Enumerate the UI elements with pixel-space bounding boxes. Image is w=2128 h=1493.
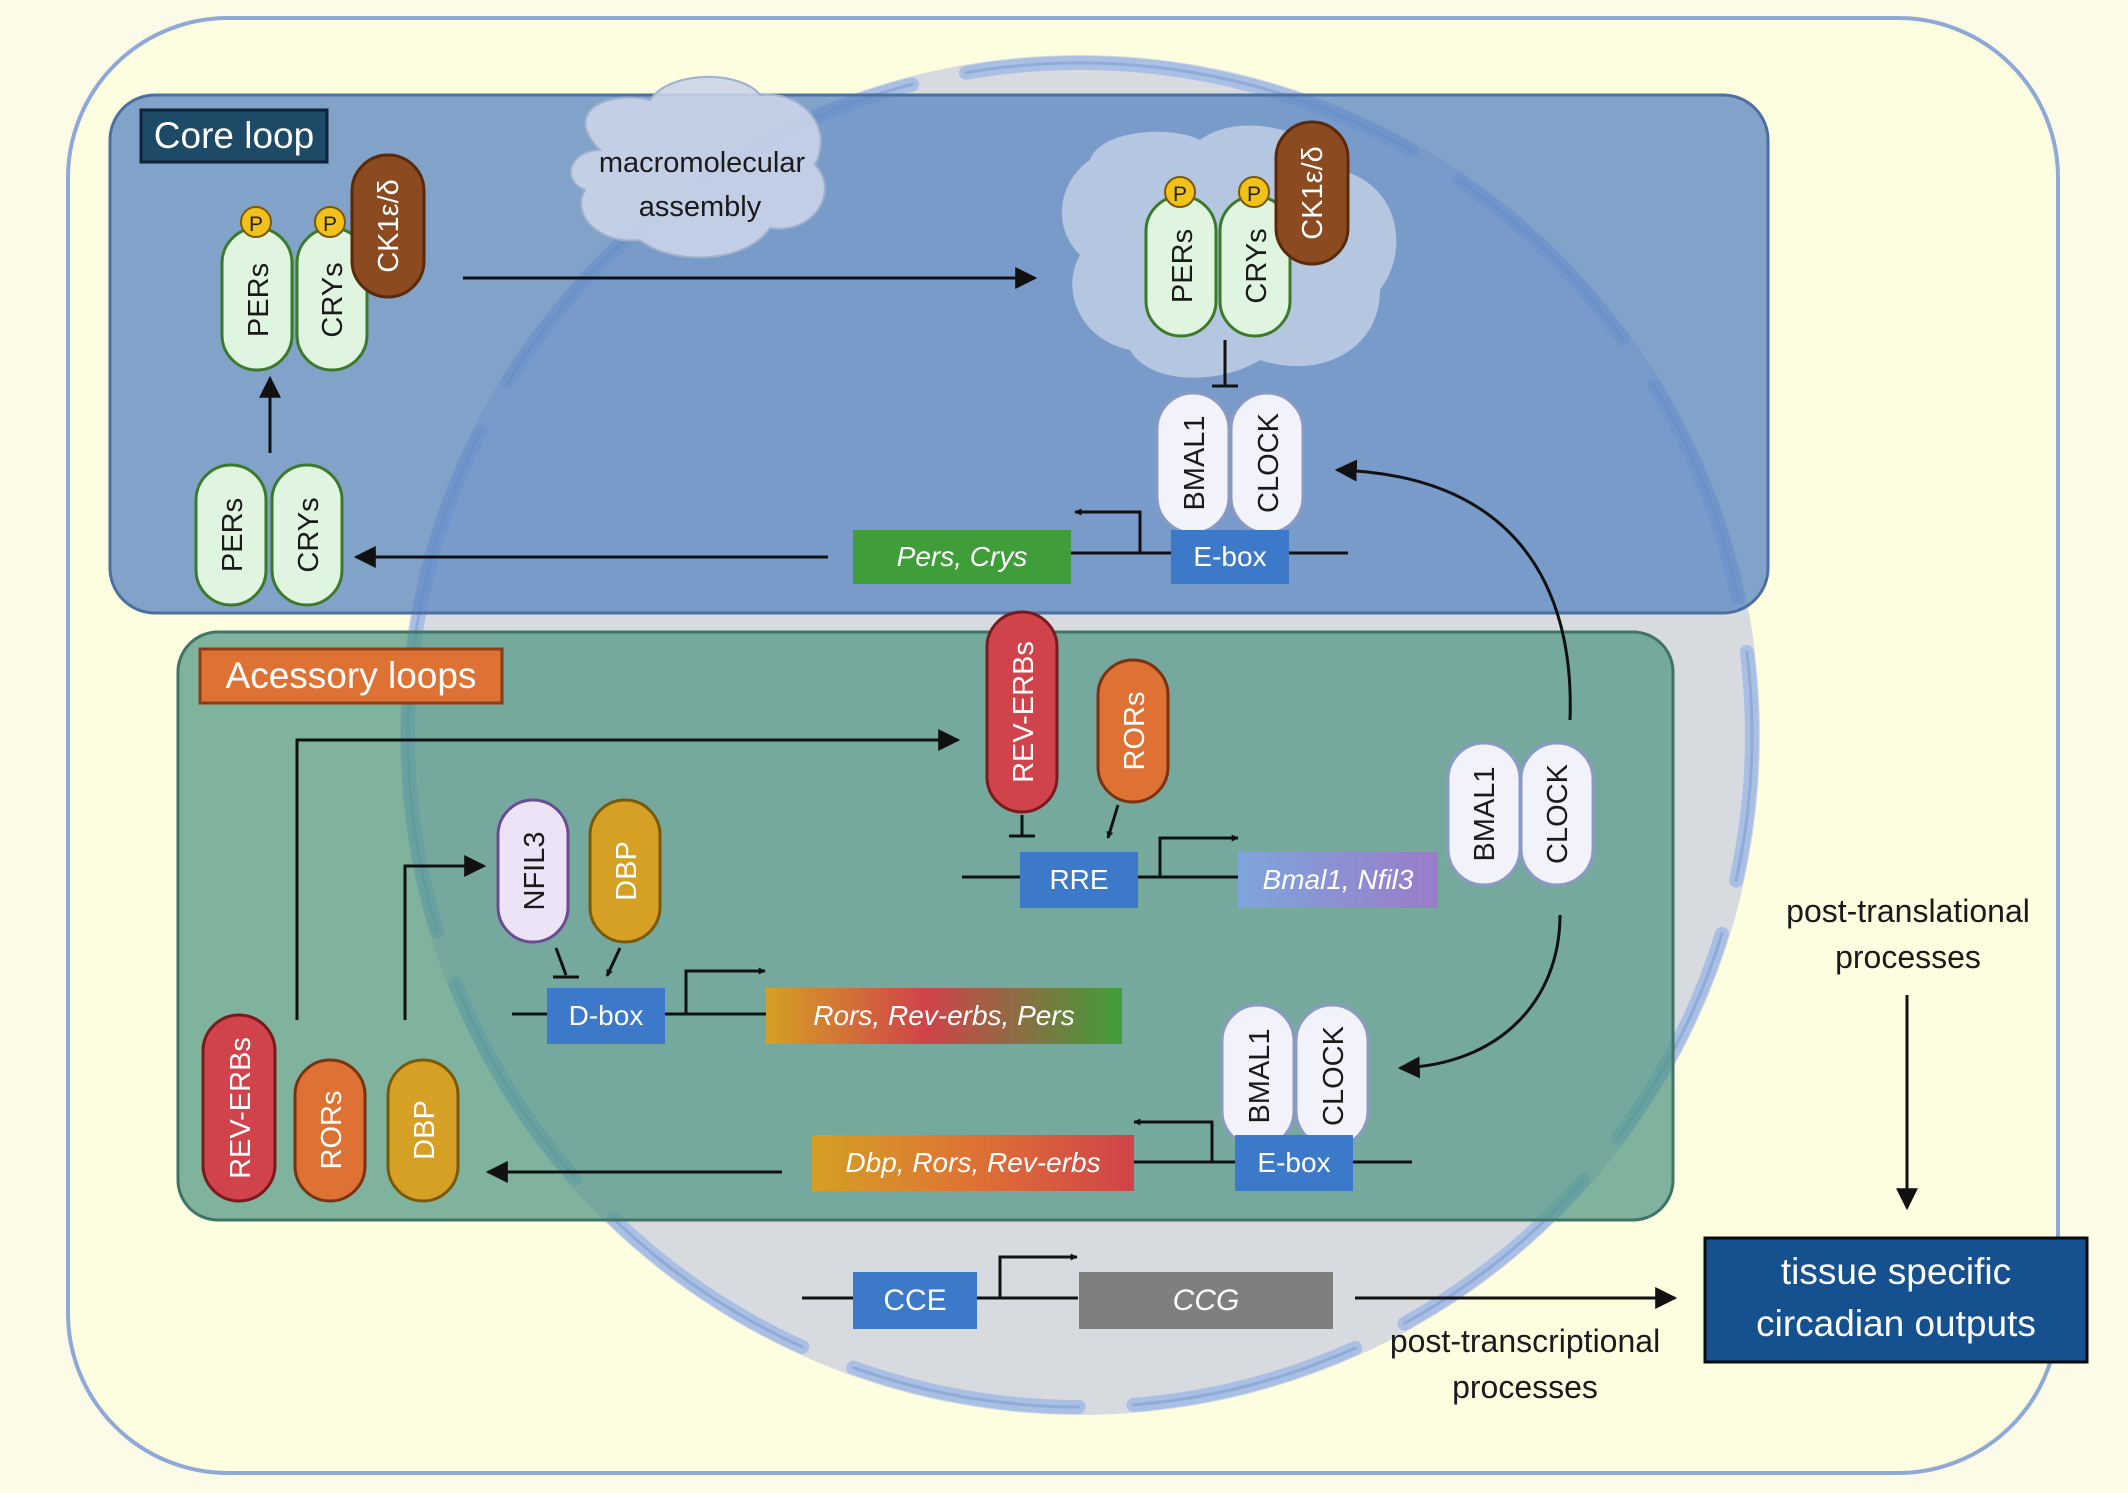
phospho-pers	[240, 206, 272, 238]
dbox-box	[547, 988, 665, 1044]
accessory-ebox-gene	[812, 1135, 1134, 1191]
lower-left-proteins: REV-ERBs RORs DBP	[201, 1013, 460, 1203]
svg-text:DBP: DBP	[409, 1100, 441, 1160]
arrow-to-acc-bmal	[1397, 914, 1562, 1079]
svg-text:CRYs: CRYs	[1241, 228, 1273, 303]
output-box	[1703, 1236, 2089, 1364]
svg-text:RRE: RRE	[1049, 864, 1108, 895]
cloud-label-2: assembly	[639, 191, 762, 223]
svg-text:BMAL1: BMAL1	[1179, 415, 1211, 510]
svg-text:RORs: RORs	[316, 1091, 348, 1170]
svg-text:P: P	[1173, 183, 1187, 206]
rre-gene	[1238, 852, 1438, 908]
svg-text:PERs: PERs	[1167, 229, 1199, 303]
crys-label: CRYs	[317, 262, 349, 337]
rev-erbs-top: REV-ERBs RORs	[985, 610, 1170, 814]
core-gene	[853, 530, 1071, 584]
arrow-to-core-bmal	[1334, 459, 1572, 721]
svg-text:CCE: CCE	[883, 1284, 946, 1317]
per-cry-left-lower: PERs CRYs	[194, 463, 344, 607]
cce-box	[853, 1272, 977, 1329]
core-ebox	[1171, 530, 1289, 584]
post-transcriptional-1: post-transcriptional	[1390, 1323, 1660, 1359]
accessory-loops-title-box	[198, 647, 504, 705]
bmal1-clock-core: BMAL1 CLOCK	[1155, 391, 1305, 535]
svg-text:BMAL1: BMAL1	[1469, 766, 1501, 861]
svg-text:PERs: PERs	[217, 498, 249, 572]
accessory-ebox	[1235, 1135, 1353, 1191]
output-label-2: circadian outputs	[1756, 1303, 2036, 1344]
post-transcriptional-2: processes	[1452, 1369, 1598, 1405]
nfil3-dbp: NFIL3 DBP	[496, 798, 662, 944]
core-loop-title-box	[139, 108, 329, 164]
post-translational-2: processes	[1835, 939, 1981, 975]
svg-text:CCG: CCG	[1173, 1284, 1240, 1317]
svg-text:Dbp, Rors, Rev-erbs: Dbp, Rors, Rev-erbs	[845, 1147, 1100, 1178]
svg-text:Bmal1, Nfil3: Bmal1, Nfil3	[1263, 864, 1414, 895]
svg-text:CLOCK: CLOCK	[1542, 763, 1574, 864]
svg-text:DBP: DBP	[611, 841, 643, 901]
phospho-crys	[314, 206, 346, 238]
svg-text:BMAL1: BMAL1	[1244, 1028, 1276, 1123]
accessory-loops-title: Acessory loops	[226, 655, 477, 696]
bmal1-clock-middle: BMAL1 CLOCK	[1446, 741, 1595, 887]
rre-box	[1020, 852, 1138, 908]
svg-text:Rors, Rev-erbs, Pers: Rors, Rev-erbs, Pers	[813, 1000, 1074, 1031]
svg-text:CK1ε/δ: CK1ε/δ	[1297, 146, 1329, 240]
per-cry-complex-right: P P PERs CRYs CK1ε/δ	[1144, 120, 1350, 338]
svg-text:Pers, Crys: Pers, Crys	[897, 541, 1028, 572]
svg-text:E-box: E-box	[1257, 1147, 1330, 1178]
post-translational-1: post-translational	[1786, 893, 2030, 929]
dbox-gene	[766, 988, 1122, 1044]
macromolecular-cloud	[569, 75, 826, 259]
ck1-pill	[350, 153, 426, 299]
svg-text:RORs: RORs	[1119, 692, 1151, 771]
svg-text:CRYs: CRYs	[293, 497, 325, 572]
svg-text:P: P	[249, 213, 263, 236]
svg-text:P: P	[323, 213, 337, 236]
svg-text:NFIL3: NFIL3	[519, 832, 551, 911]
ck1-label: CK1ε/δ	[373, 179, 405, 273]
ccg-box	[1079, 1272, 1333, 1329]
svg-text:P: P	[1247, 183, 1261, 206]
svg-text:E-box: E-box	[1193, 541, 1266, 572]
per-cry-complex-left: P P PERs CRYs CK1ε/δ	[220, 153, 426, 372]
svg-text:REV-ERBs: REV-ERBs	[1008, 641, 1040, 783]
svg-text:CLOCK: CLOCK	[1253, 412, 1285, 513]
cloud-label-1: macromolecular	[599, 147, 806, 179]
core-loop-title: Core loop	[154, 115, 314, 156]
svg-text:D-box: D-box	[569, 1000, 644, 1031]
svg-text:CLOCK: CLOCK	[1318, 1025, 1350, 1126]
pers-label: PERs	[243, 263, 275, 337]
output-label-1: tissue specific	[1781, 1251, 2011, 1292]
svg-text:REV-ERBs: REV-ERBs	[225, 1037, 257, 1179]
